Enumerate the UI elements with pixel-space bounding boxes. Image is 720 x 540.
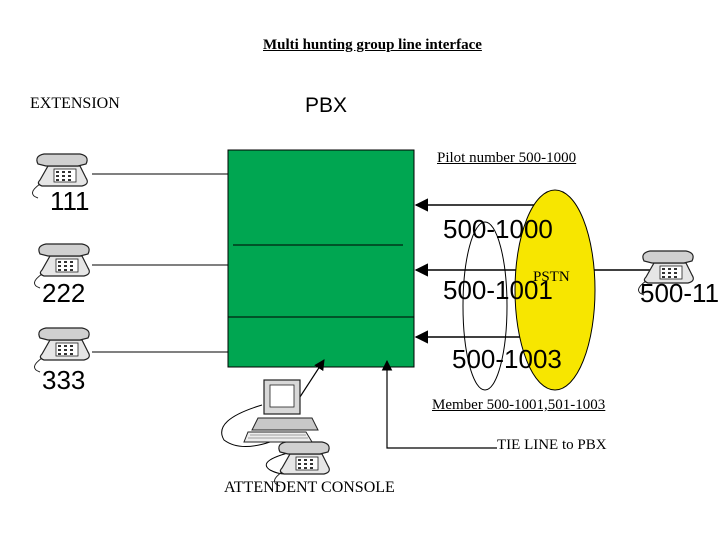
- extension-number: 111: [50, 186, 90, 216]
- diagram-title: Multi hunting group line interface: [263, 37, 482, 53]
- computer-console-icon: [243, 379, 319, 443]
- member-label: Member 500-1001,501-1003: [432, 397, 606, 413]
- extension-number: 333: [42, 365, 86, 395]
- pstn-cloud: [514, 189, 596, 391]
- trunk-number: 500-1000: [443, 214, 553, 244]
- pbx-heading: PBX: [305, 94, 348, 117]
- trunk-number: 500-1001: [443, 275, 553, 305]
- console-link: [297, 359, 325, 401]
- trunk-number: 500-1003: [452, 344, 562, 374]
- pilot-number-label: Pilot number 500-1000: [437, 150, 577, 166]
- extension-number: 222: [42, 278, 86, 308]
- tie-line-label: TIE LINE to PBX: [497, 437, 607, 453]
- attendant-console-label: ATTENDENT CONSOLE: [224, 479, 395, 496]
- tie-line: [381, 359, 497, 449]
- hunting-group-outline: [462, 221, 508, 391]
- pstn-label: PSTN: [533, 269, 570, 285]
- extension-heading: EXTENSION: [30, 95, 120, 112]
- remote-extension-number: 500-11: [640, 278, 720, 308]
- pbx-box: [227, 149, 415, 368]
